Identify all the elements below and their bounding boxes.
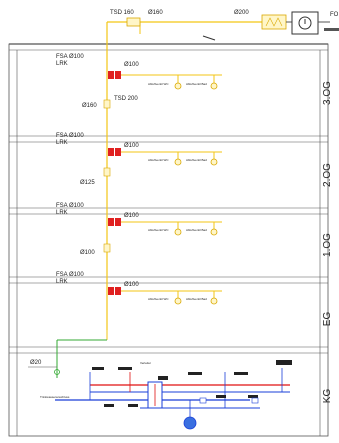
duct-diameter-b: Ø200: [234, 10, 249, 16]
branch-diameter: Ø100: [124, 213, 139, 219]
wc-valve-label: Abluftventil WC: [148, 228, 169, 232]
silencer-icon: [126, 17, 141, 27]
tsd-label: TSD 160: [110, 10, 134, 16]
wc-valve-label: Abluftventil WC: [148, 82, 169, 86]
valve-icon: [158, 376, 168, 380]
floor-label-eg: EG: [322, 312, 333, 327]
drain-diameter: Ø20: [30, 360, 42, 366]
fire-damper-icon: [108, 148, 114, 156]
floor-label-2og: 2.OG: [322, 163, 333, 187]
outlet-label: FO: [330, 12, 339, 18]
bath-valve-label: Abluftventil Bad: [186, 158, 207, 162]
fire-damper-icon: [115, 218, 121, 226]
lrk-label: LRK: [56, 140, 68, 146]
floor-label-3og: 3.OG: [322, 81, 333, 105]
valve-icon: [276, 360, 292, 365]
bath-valve-label: Abluftventil Bad: [186, 297, 207, 301]
riser-reducer: [103, 167, 111, 177]
tsd-label: TSD 200: [114, 96, 138, 102]
pump-icon: [183, 416, 197, 430]
fitting-icon: [199, 397, 207, 404]
valve-icon: [234, 372, 248, 375]
exhaust-valve-icon: [210, 158, 218, 166]
floor-eg: FSA Ø100 LRK Ø100 Abluftventil WC Abluft…: [56, 272, 333, 326]
exhaust-valve-icon: [174, 297, 182, 305]
fire-damper-icon: [108, 218, 114, 226]
floor-label-kg: KG: [322, 389, 333, 404]
branch-diameter: Ø100: [124, 282, 139, 288]
valve-icon: [92, 367, 104, 370]
floor-3og: FSA Ø100 LRK Ø100 Abluftventil WC Abluft…: [56, 54, 333, 109]
valve-icon: [104, 404, 114, 407]
exhaust-valve-icon: [174, 158, 182, 166]
exhaust-valve-icon: [174, 82, 182, 90]
branch-diameter: Ø100: [124, 62, 139, 68]
outlet-arrow-icon: [324, 28, 339, 31]
floor-slabs: [9, 135, 328, 354]
wc-valve-label: Abluftventil WC: [148, 297, 169, 301]
floor-1og: FSA Ø100 LRK Ø100 Abluftventil WC Abluft…: [56, 203, 333, 257]
floor-label-1og: 1.OG: [322, 233, 333, 257]
lrk-label: LRK: [56, 279, 68, 285]
valve-icon: [248, 395, 258, 398]
basement-plumbing: Verteiler Trinkwasseranschluss KG: [40, 360, 333, 430]
riser-reducer: [103, 243, 111, 253]
fire-damper-icon: [115, 148, 121, 156]
branch-diameter: Ø100: [124, 143, 139, 149]
water-connection-label: Trinkwasseranschluss: [40, 395, 70, 399]
fsa-label: FSA Ø100: [56, 133, 84, 139]
floor-2og: FSA Ø100 LRK Ø100 Abluftventil WC Abluft…: [56, 133, 333, 187]
roof-duct-run: TSD 160 Ø160 Ø200 FO: [106, 10, 339, 41]
exhaust-valve-icon: [174, 228, 182, 236]
exhaust-valve-icon: [210, 82, 218, 90]
exhaust-valve-icon: [210, 297, 218, 305]
condensate-drain: Ø20: [28, 330, 108, 378]
lrk-label: LRK: [56, 61, 68, 67]
valve-icon: [216, 395, 226, 398]
fire-damper-icon: [115, 71, 121, 79]
fsa-label: FSA Ø100: [56, 272, 84, 278]
riser-diameter: Ø125: [80, 180, 95, 186]
riser-reducer: [103, 99, 111, 109]
fire-damper-icon: [108, 287, 114, 295]
fire-damper-icon: [115, 287, 121, 295]
exhaust-valve-icon: [210, 228, 218, 236]
valve-icon: [188, 372, 202, 375]
valve-icon: [118, 367, 132, 370]
silencer-icon: [261, 14, 287, 30]
siphon-icon: [54, 369, 60, 375]
manifold-label: Verteiler: [140, 361, 151, 365]
riser-diameter: Ø100: [80, 250, 95, 256]
wc-valve-label: Abluftventil WC: [148, 158, 169, 162]
duct-diameter-a: Ø160: [148, 10, 163, 16]
fire-damper-icon: [108, 71, 114, 79]
fsa-label: FSA Ø100: [56, 203, 84, 209]
bath-valve-label: Abluftventil Bad: [186, 82, 207, 86]
lrk-label: LRK: [56, 210, 68, 216]
valve-icon: [128, 404, 138, 407]
riser-diameter: Ø160: [82, 103, 97, 109]
fsa-label: FSA Ø100: [56, 54, 84, 60]
bath-valve-label: Abluftventil Bad: [186, 228, 207, 232]
fitting-icon: [251, 397, 259, 404]
